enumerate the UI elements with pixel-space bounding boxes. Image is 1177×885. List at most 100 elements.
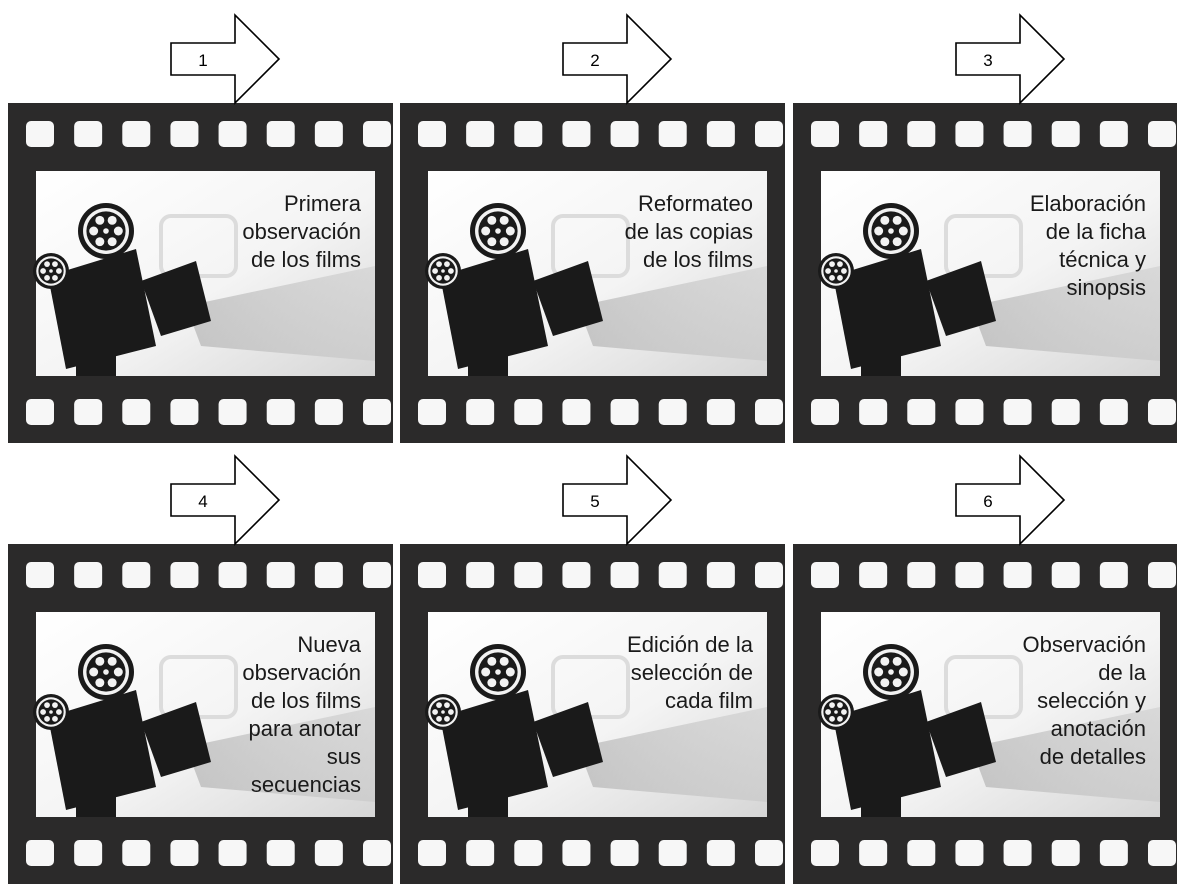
sprocket-hole xyxy=(363,121,391,147)
step-5: Edición de la selección de cada film 5 xyxy=(400,456,785,884)
sprocket-hole xyxy=(859,121,887,147)
sprocket-hole xyxy=(418,840,446,866)
sprocket-hole xyxy=(170,840,198,866)
step-number: 5 xyxy=(590,492,599,511)
sprocket-hole xyxy=(514,121,542,147)
step-6: Observaciónde laselección yanotaciónde d… xyxy=(793,456,1177,884)
sprocket-hole xyxy=(955,840,983,866)
sprocket-hole xyxy=(26,399,54,425)
sprocket-hole xyxy=(611,562,639,588)
right-block-arrow-icon xyxy=(563,456,671,544)
sprocket-hole xyxy=(219,399,247,425)
sprocket-hole xyxy=(315,562,343,588)
sprocket-hole xyxy=(562,399,590,425)
sprocket-hole xyxy=(1004,399,1032,425)
sprocket-hole xyxy=(907,121,935,147)
sprocket-hole xyxy=(122,121,150,147)
step-text-line: anotación xyxy=(1051,716,1146,741)
sprocket-hole xyxy=(170,399,198,425)
sprocket-hole xyxy=(811,562,839,588)
step-text-line: de los films xyxy=(251,247,361,272)
sprocket-hole xyxy=(170,121,198,147)
sprocket-hole xyxy=(1052,840,1080,866)
sprocket-hole xyxy=(1100,121,1128,147)
right-block-arrow-icon xyxy=(956,456,1064,544)
sprocket-hole xyxy=(562,840,590,866)
sprocket-hole xyxy=(267,121,295,147)
sprocket-hole xyxy=(1004,840,1032,866)
sprocket-hole xyxy=(1148,562,1176,588)
sprocket-hole xyxy=(707,840,735,866)
sprocket-hole xyxy=(907,840,935,866)
sprocket-hole xyxy=(707,562,735,588)
sprocket-hole xyxy=(1004,121,1032,147)
sprocket-hole xyxy=(755,399,783,425)
sprocket-hole xyxy=(859,840,887,866)
step-text-line: Edición de la xyxy=(627,632,754,657)
film-reel-icon xyxy=(818,694,854,730)
sprocket-hole xyxy=(418,562,446,588)
sprocket-hole xyxy=(219,121,247,147)
sprocket-hole xyxy=(1100,562,1128,588)
film-reel-icon xyxy=(470,203,526,259)
step-text-line: observación xyxy=(242,219,361,244)
step-text-line: Observación xyxy=(1022,632,1146,657)
step-text-line: sinopsis xyxy=(1067,275,1146,300)
right-block-arrow-icon xyxy=(171,456,279,544)
sprocket-hole xyxy=(26,840,54,866)
sprocket-hole xyxy=(122,562,150,588)
film-reel-icon xyxy=(863,203,919,259)
step-text-line: secuencias xyxy=(251,772,361,797)
sprocket-hole xyxy=(1052,399,1080,425)
sprocket-hole xyxy=(1100,840,1128,866)
sprocket-hole xyxy=(659,399,687,425)
sprocket-hole xyxy=(74,121,102,147)
sprocket-hole xyxy=(755,840,783,866)
sprocket-hole xyxy=(363,840,391,866)
sprocket-hole xyxy=(907,562,935,588)
sprocket-hole xyxy=(219,840,247,866)
film-reel-icon xyxy=(33,253,69,289)
sprocket-hole xyxy=(811,121,839,147)
step-text-line: cada film xyxy=(665,688,753,713)
sprocket-hole xyxy=(811,840,839,866)
right-block-arrow-icon xyxy=(563,15,671,103)
step-text-line: de la ficha xyxy=(1046,219,1147,244)
sprocket-hole xyxy=(659,840,687,866)
sprocket-hole xyxy=(170,562,198,588)
step-text-line: de los films xyxy=(643,247,753,272)
sprocket-hole xyxy=(955,399,983,425)
step-number: 6 xyxy=(983,492,992,511)
sprocket-hole xyxy=(74,562,102,588)
sprocket-hole xyxy=(466,399,494,425)
sprocket-hole xyxy=(122,840,150,866)
sprocket-hole xyxy=(74,399,102,425)
step-number: 1 xyxy=(198,51,207,70)
film-reel-icon xyxy=(863,644,919,700)
sprocket-hole xyxy=(859,399,887,425)
sprocket-hole xyxy=(611,399,639,425)
sprocket-hole xyxy=(1148,840,1176,866)
sprocket-hole xyxy=(514,562,542,588)
sprocket-hole xyxy=(267,562,295,588)
step-text-line: de detalles xyxy=(1040,744,1146,769)
step-text-line: selección de xyxy=(631,660,753,685)
step-number: 4 xyxy=(198,492,207,511)
sprocket-hole xyxy=(74,840,102,866)
sprocket-hole xyxy=(659,121,687,147)
sprocket-hole xyxy=(1052,562,1080,588)
sprocket-hole xyxy=(418,121,446,147)
sprocket-hole xyxy=(955,121,983,147)
sprocket-hole xyxy=(659,562,687,588)
sprocket-hole xyxy=(1004,562,1032,588)
step-text-line: Elaboración xyxy=(1030,191,1146,216)
sprocket-hole xyxy=(267,840,295,866)
sprocket-hole xyxy=(1148,121,1176,147)
step-text-line: Reformateo xyxy=(638,191,753,216)
